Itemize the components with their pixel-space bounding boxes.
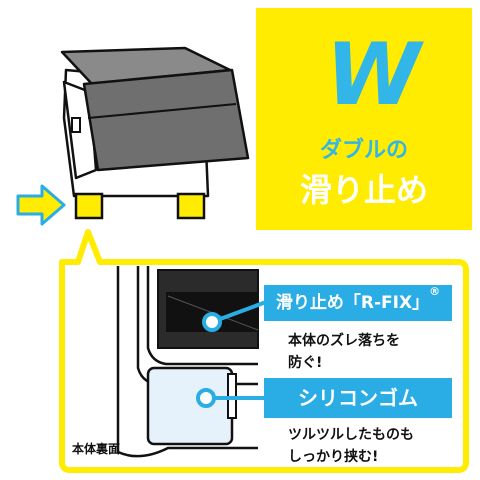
device-lid-front (82, 68, 250, 172)
rfix-description: 本体のズレ落ちを 防ぐ! (288, 330, 400, 374)
silicone-pad-right (176, 192, 206, 220)
arrow-right-icon (16, 184, 66, 226)
badge-title: 滑り止め (299, 171, 428, 209)
silicone-marker-icon (196, 388, 216, 408)
rfix-desc-line2: 防ぐ! (288, 355, 323, 371)
device-back-outline (116, 266, 258, 458)
registered-mark: ® (429, 285, 441, 298)
back-side-caption: 本体裏面 (72, 442, 121, 456)
rfix-label-text: 滑り止め「R-FIX」 (275, 293, 430, 313)
rfix-desc-line1: 本体のズレ落ちを (288, 333, 400, 349)
silicone-desc-line1: ツルツルしたものも (288, 427, 414, 443)
badge-subtitle: ダブルの (319, 138, 408, 163)
rfix-marker-icon (202, 312, 222, 332)
badge-w-letter: W (325, 25, 421, 125)
silicone-label: シリコンゴム (264, 378, 452, 418)
rfix-label: 滑り止め「R-FIX」® (264, 285, 452, 321)
device-hinge-slot (71, 117, 81, 133)
silicone-description: ツルツルしたものも しっかり挟む! (288, 424, 414, 468)
silicone-pad-left (74, 192, 104, 220)
double-grip-badge: W ダブルの 滑り止め (256, 8, 472, 230)
silicone-pad-detail (146, 366, 234, 446)
silicone-desc-line2: しっかり挟む! (288, 449, 379, 465)
